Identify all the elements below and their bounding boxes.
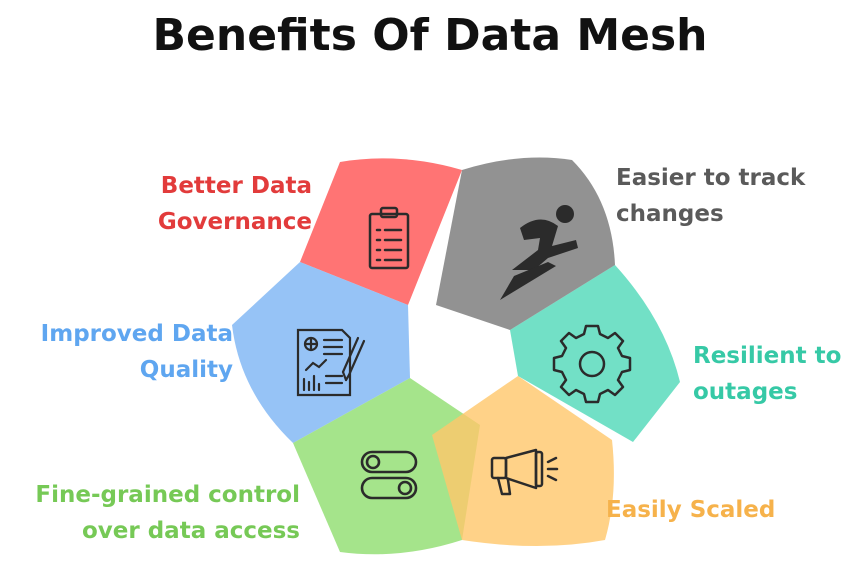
label-quality-line-1: Improved Data: [40, 321, 233, 347]
label-control: Fine-grained control over data access: [35, 477, 300, 549]
petal-track: [436, 157, 615, 330]
label-quality: Improved Data Quality: [41, 316, 233, 388]
label-track: Easier to track changes: [616, 160, 805, 232]
clipboard-icon: [368, 206, 410, 270]
label-resilient-line-2: outages: [693, 379, 798, 405]
label-governance-line-1: Better Data: [160, 173, 312, 199]
label-control-line-1: Fine-grained control: [35, 482, 300, 508]
label-governance-line-2: Governance: [157, 209, 312, 235]
label-scaled: Easily Scaled: [606, 492, 775, 528]
megaphone-icon: [490, 448, 559, 496]
petal-scaled: [432, 376, 614, 546]
label-governance: Better Data Governance: [158, 168, 312, 240]
gear-icon: [552, 324, 632, 404]
label-scaled-line-1: Easily Scaled: [606, 497, 776, 523]
label-track-line-2: changes: [616, 201, 724, 227]
label-quality-line-2: Quality: [139, 357, 233, 383]
label-resilient: Resilient to outages: [693, 338, 841, 410]
label-resilient-line-1: Resilient to: [693, 343, 842, 369]
label-track-line-1: Easier to track: [616, 165, 806, 191]
diagram-title: Benefits Of Data Mesh: [152, 10, 708, 61]
petal-quality: [232, 262, 410, 443]
runner-icon: [500, 205, 578, 300]
toggle-icon: [360, 450, 418, 500]
petal-governance: [300, 158, 462, 305]
label-control-line-2: over data access: [81, 518, 300, 544]
petal-control: [293, 378, 480, 555]
report-icon: [296, 328, 366, 397]
